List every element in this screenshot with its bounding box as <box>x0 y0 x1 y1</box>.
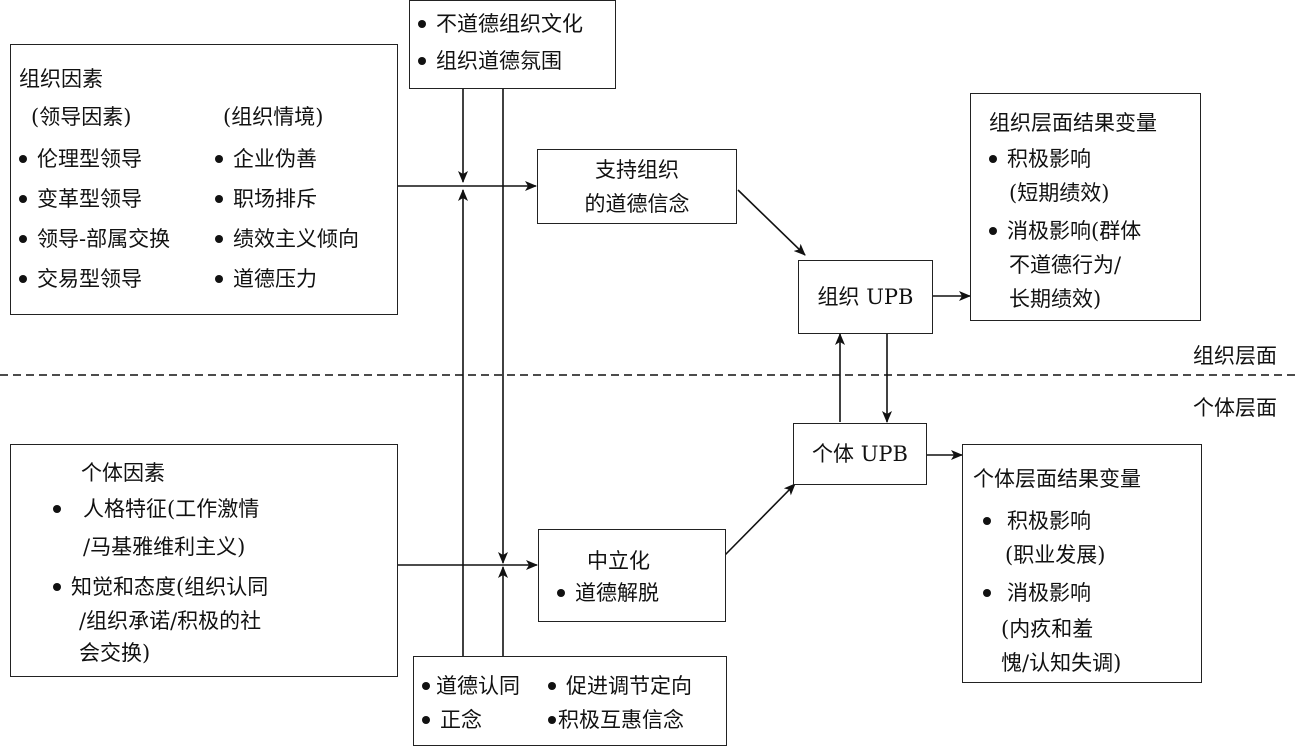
indiv-factor-detail: /组织承诺/积极的社 <box>79 609 262 633</box>
indiv-factor-detail: 会交换) <box>79 641 151 665</box>
org-factors-title: 组织因素 <box>19 67 103 91</box>
indiv-negative-detail: (内疚和羞 <box>1001 617 1094 641</box>
bullet-icon <box>19 194 27 203</box>
bullet-icon <box>548 715 556 724</box>
indiv-positive-detail: (职业发展) <box>1005 543 1106 567</box>
indiv-upb-box: 个体 UPB <box>793 423 927 485</box>
indiv-factor-item: 知觉和态度(组织认同 <box>53 569 268 605</box>
bullet-icon <box>418 56 426 65</box>
leader-item: 变革型领导 <box>19 179 142 219</box>
indiv-positive-item: 积极影响 <box>983 503 1091 539</box>
bullet-icon <box>215 234 223 243</box>
bullet-icon <box>53 504 61 513</box>
bullet-icon <box>557 588 565 597</box>
culture-item: 不道德组织文化 <box>418 4 583 44</box>
bullet-icon <box>19 274 27 283</box>
indiv-factors-title: 个体因素 <box>81 461 165 485</box>
org-negative-detail: 不道德行为/ <box>1009 253 1122 277</box>
bullet-icon <box>989 154 997 163</box>
org-culture-box: 不道德组织文化 组织道德氛围 <box>409 0 616 89</box>
org-positive-item: 积极影响 <box>989 142 1091 176</box>
org-outcomes-box: 组织层面结果变量 积极影响 (短期绩效) 消极影响(群体 不道德行为/ 长期绩效… <box>970 93 1201 321</box>
indiv-negative-item: 消极影响 <box>983 575 1091 611</box>
moderator-item: 正念 <box>422 703 482 737</box>
support-belief-line: 支持组织 <box>595 158 679 182</box>
org-context-header: (组织情境) <box>223 105 324 129</box>
indiv-factors-box: 个体因素 人格特征(工作激情 /马基雅维利主义) 知觉和态度(组织认同 /组织承… <box>10 444 398 677</box>
bullet-icon <box>983 516 991 525</box>
bullet-icon <box>983 588 991 597</box>
context-item: 道德压力 <box>215 259 317 299</box>
leader-item: 领导-部属交换 <box>19 219 170 259</box>
leader-item: 伦理型领导 <box>19 139 142 179</box>
context-item: 职场排斥 <box>215 179 317 219</box>
org-positive-detail: (短期绩效) <box>1009 181 1110 205</box>
bullet-icon <box>422 681 430 690</box>
neutralization-box: 中立化 道德解脱 <box>538 529 726 622</box>
leader-factors-header: (领导因素) <box>31 105 132 129</box>
bullet-icon <box>422 715 430 724</box>
bullet-icon <box>19 154 27 163</box>
bullet-icon <box>418 19 426 28</box>
indiv-negative-detail: 愧/认知失调) <box>1001 651 1122 675</box>
neutralization-title: 中立化 <box>587 549 650 573</box>
bullet-icon <box>215 194 223 203</box>
neutralization-item: 道德解脱 <box>557 576 659 610</box>
bullet-icon <box>989 226 997 235</box>
support-belief-box: 支持组织 的道德信念 <box>537 149 737 224</box>
bullet-icon <box>53 582 61 591</box>
support-belief-line: 的道德信念 <box>584 192 690 216</box>
leader-item: 交易型领导 <box>19 259 142 299</box>
moderator-item: 积极互惠信念 <box>548 703 684 737</box>
org-negative-detail: 长期绩效) <box>1009 287 1102 311</box>
org-negative-item: 消极影响(群体 <box>989 214 1141 248</box>
arrow-neutralization-to-indiv-upb <box>724 483 796 556</box>
org-upb-box: 组织 UPB <box>798 260 933 334</box>
bullet-icon <box>215 154 223 163</box>
context-item: 企业伪善 <box>215 139 317 179</box>
bullet-icon <box>548 681 556 690</box>
indiv-upb-label: 个体 UPB <box>812 442 908 466</box>
indiv-outcomes-box: 个体层面结果变量 积极影响 (职业发展) 消极影响 (内疚和羞 愧/认知失调) <box>962 444 1202 683</box>
org-factors-box: 组织因素 (领导因素) (组织情境) 伦理型领导 变革型领导 领导-部属交换 交… <box>10 44 398 315</box>
bullet-icon <box>19 234 27 243</box>
org-upb-label: 组织 UPB <box>817 285 914 309</box>
bullet-icon <box>215 274 223 283</box>
context-item: 绩效主义倾向 <box>215 219 359 259</box>
indiv-outcomes-title: 个体层面结果变量 <box>973 467 1141 491</box>
moderators-box: 道德认同 促进调节定向 正念 积极互惠信念 <box>413 656 727 746</box>
indiv-factor-item: 人格特征(工作激情 <box>53 491 259 527</box>
arrow-support-to-org-upb <box>737 189 806 256</box>
indiv-factor-detail: /马基雅维利主义) <box>83 535 246 559</box>
moderator-item: 道德认同 <box>422 669 520 703</box>
moderator-item: 促进调节定向 <box>548 669 692 703</box>
org-level-label: 组织层面 <box>1193 344 1277 368</box>
culture-item: 组织道德氛围 <box>418 41 562 81</box>
org-outcomes-title: 组织层面结果变量 <box>989 111 1157 135</box>
individual-level-label: 个体层面 <box>1193 396 1277 420</box>
